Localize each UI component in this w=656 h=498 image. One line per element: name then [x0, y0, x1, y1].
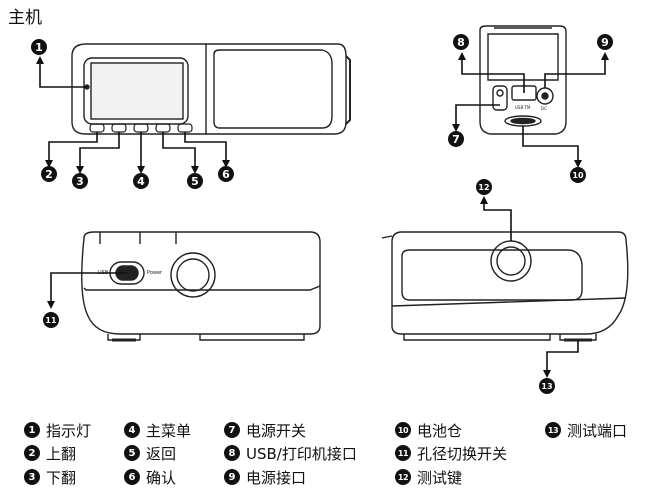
callout-leaders [36, 52, 609, 378]
legend-badge: 10 [395, 422, 411, 438]
legend-label: 上翻 [46, 444, 77, 463]
legend-label: 测试端口 [567, 421, 628, 440]
legend-item-12: 12 测试键 [395, 466, 462, 488]
legend-label: 电源开关 [246, 421, 307, 440]
svg-text:12: 12 [478, 183, 489, 192]
svg-text:11: 11 [45, 316, 57, 325]
callout-8: 8 [453, 34, 469, 50]
svg-text:9: 9 [601, 36, 609, 49]
legend-item-10: 10 电池仓 [395, 419, 462, 441]
legend-badge: 8 [224, 445, 240, 461]
legend-badge: 12 [395, 469, 411, 485]
legend-label: 电池仓 [417, 421, 463, 440]
legend-item-9: 9 电源接口 [224, 466, 306, 488]
svg-text:8: 8 [457, 36, 465, 49]
callout-5: 5 [187, 173, 203, 189]
callout-4: 4 [133, 173, 149, 189]
legend-badge: 6 [124, 469, 140, 485]
svg-text:13: 13 [541, 382, 552, 391]
legend-item-7: 7 电源开关 [224, 419, 306, 441]
device-back-view [479, 25, 567, 135]
legend-badge: 4 [124, 422, 140, 438]
device-top-view [71, 43, 351, 135]
callout-badges: 1 2 3 4 5 6 7 8 9 10 11 12 13 [31, 34, 613, 394]
usb-port-label: USB TM [515, 105, 531, 110]
device-side-view-right [381, 231, 629, 342]
callout-9: 9 [597, 34, 613, 50]
svg-text:1: 1 [35, 41, 43, 54]
legend-badge: 13 [545, 422, 561, 438]
svg-text:3: 3 [76, 175, 84, 188]
legend-label: 下翻 [46, 468, 77, 487]
legend-label: USB/打印机接口 [246, 444, 357, 463]
legend-badge: 5 [124, 445, 140, 461]
legend-label: 测试键 [417, 468, 463, 487]
figure-title: 主机 [8, 8, 42, 28]
switch-right-label: Power [147, 270, 163, 276]
callout-11: 11 [43, 312, 59, 328]
device-illustrations: USB TM DC USB Power [31, 25, 629, 394]
legend-badge: 11 [395, 445, 411, 461]
legend-item-3: 3 下翻 [24, 466, 76, 488]
svg-text:7: 7 [452, 133, 460, 146]
svg-text:2: 2 [45, 168, 53, 181]
legend-label: 电源接口 [246, 468, 307, 487]
legend-badge: 1 [24, 422, 40, 438]
dc-port-label: DC [541, 106, 547, 111]
legend-item-2: 2 上翻 [24, 442, 76, 464]
legend-label: 确认 [146, 468, 177, 487]
callout-1: 1 [31, 39, 47, 55]
svg-text:6: 6 [222, 168, 230, 181]
callout-6: 6 [218, 166, 234, 182]
legend-item-13: 13 测试端口 [545, 419, 627, 441]
legend-badge: 7 [224, 422, 240, 438]
legend-label: 孔径切换开关 [417, 444, 508, 463]
callout-12: 12 [476, 179, 492, 195]
legend-item-6: 6 确认 [124, 466, 176, 488]
callout-2: 2 [41, 166, 57, 182]
svg-text:4: 4 [137, 175, 145, 188]
legend-item-4: 4 主菜单 [124, 419, 191, 441]
device-side-view-left [81, 231, 321, 342]
legend-badge: 9 [224, 469, 240, 485]
svg-text:10: 10 [572, 171, 584, 180]
legend-badge: 2 [24, 445, 40, 461]
callout-13: 13 [539, 378, 555, 394]
callout-7: 7 [448, 131, 464, 147]
legend-label: 返回 [146, 444, 177, 463]
svg-text:5: 5 [191, 175, 199, 188]
legend-item-5: 5 返回 [124, 442, 176, 464]
callout-3: 3 [72, 173, 88, 189]
callout-10: 10 [570, 167, 586, 183]
legend-item-11: 11 孔径切换开关 [395, 442, 507, 464]
legend-label: 指示灯 [46, 421, 92, 440]
legend-label: 主菜单 [146, 421, 192, 440]
legend-badge: 3 [24, 469, 40, 485]
front-buttons [89, 123, 193, 133]
legend-item-1: 1 指示灯 [24, 419, 91, 441]
legend-item-8: 8 USB/打印机接口 [224, 442, 357, 464]
